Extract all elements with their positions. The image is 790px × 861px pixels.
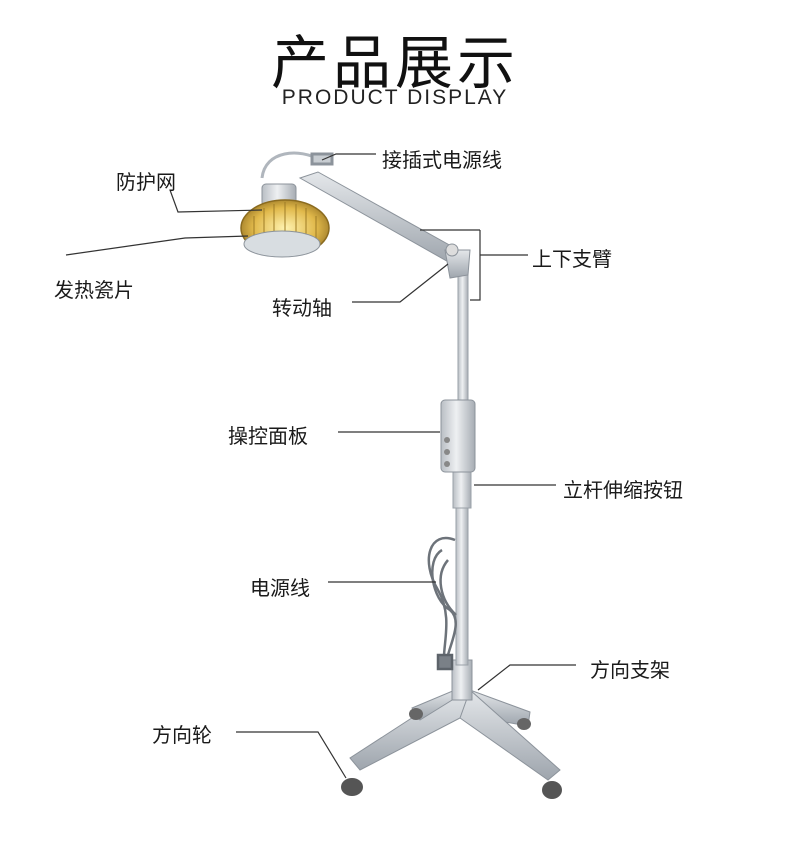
label-control-panel: 操控面板 (228, 424, 308, 448)
label-direction-stand: 方向支架 (590, 658, 670, 682)
plug-cord (260, 151, 334, 179)
leader-lines (65, 153, 576, 779)
support-arm (298, 171, 471, 279)
label-rotating-shaft: 转动轴 (272, 296, 332, 320)
wheels (341, 708, 562, 799)
power-cord-coil (427, 536, 457, 671)
label-guard-mesh: 防护网 (116, 170, 176, 194)
label-direction-wheel: 方向轮 (152, 723, 212, 747)
page-subtitle: PRODUCT DISPLAY (281, 86, 509, 109)
lamp-head (240, 183, 330, 258)
base-stand (349, 659, 561, 781)
control-box (440, 399, 476, 473)
label-power-cord: 电源线 (250, 576, 310, 600)
pole (452, 269, 472, 666)
label-pole-button: 立杆伸缩按钮 (563, 478, 683, 502)
label-heating-ceramic: 发热瓷片 (54, 278, 134, 302)
page-title: 产品展示 (270, 29, 519, 97)
label-plug-cord: 接插式电源线 (382, 148, 502, 172)
label-upper-lower-arm: 上下支臂 (532, 247, 612, 271)
